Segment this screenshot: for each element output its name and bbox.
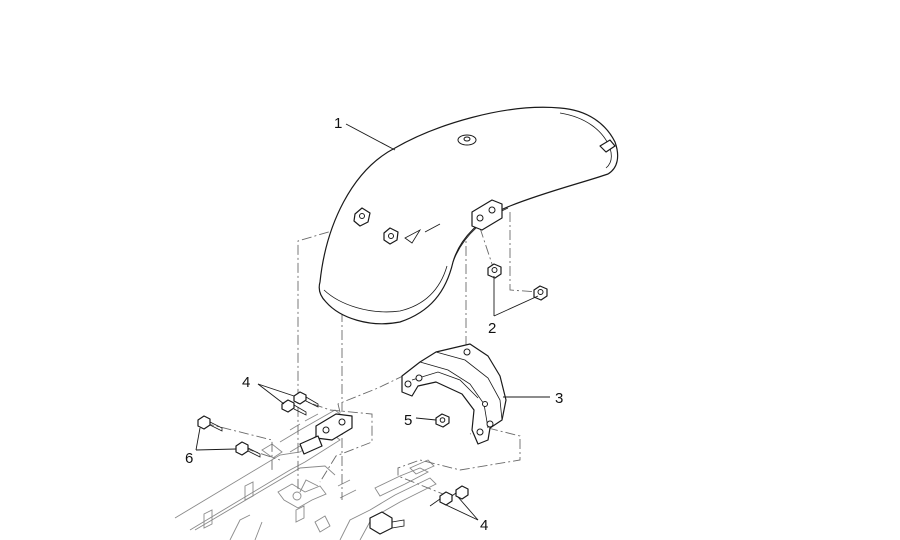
callouts: 1 2 3 4 4 5 6 [185,115,563,534]
callout-4-right: 4 [480,517,488,534]
callout-3: 3 [555,390,563,407]
screw-six-2 [235,441,261,458]
screw-group-six [197,415,261,458]
callout-6: 6 [185,450,193,467]
screw-group-right [429,485,469,507]
nut-single [435,413,450,428]
screw-six-1 [197,415,223,432]
callout-4-left: 4 [242,374,250,391]
screw-right-1 [445,485,469,501]
screw-left-2 [281,399,307,416]
assembly-lines [203,212,539,500]
mudguard-support-bracket [401,343,507,445]
screw-group-left [281,391,353,455]
leader-lines [195,123,550,521]
screw-right-2 [429,491,453,507]
clamp-left [299,413,353,455]
frame-assembly [174,409,437,540]
nut-pair [487,263,548,301]
callout-2: 2 [488,320,496,337]
callout-1: 1 [334,115,342,132]
screw-left-1 [293,391,319,408]
nut-upper [487,263,502,279]
nut-lower [533,285,548,301]
rear-mudguard [318,106,619,325]
callout-5: 5 [404,412,412,429]
